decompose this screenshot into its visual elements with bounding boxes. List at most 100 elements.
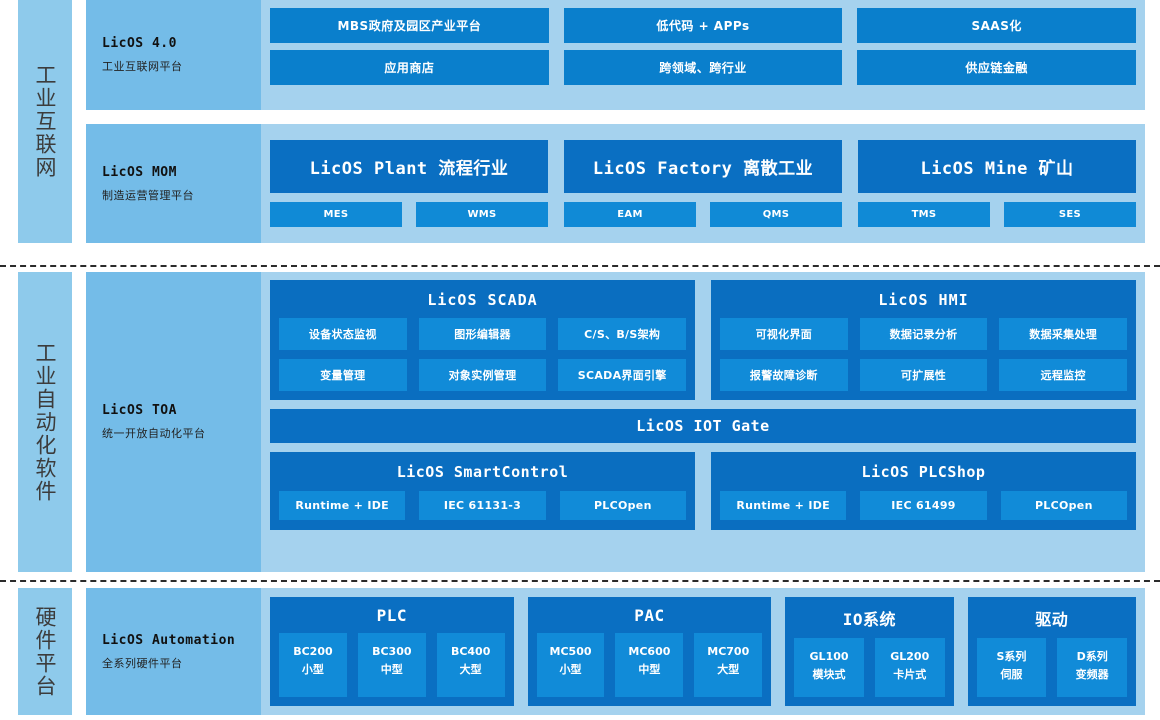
hw-title-io-system: IO系统 <box>842 610 897 629</box>
row-subtitle: 全系列硬件平台 <box>102 656 183 670</box>
bar-licos-iot-gate[interactable]: LicOS IOT Gate <box>270 409 1136 443</box>
chip-scada-ui-engine[interactable]: SCADA界面引擎 <box>558 359 687 391</box>
mom-subs-factory: EAM QMS <box>564 202 842 227</box>
hw-kind: 中型 <box>638 663 661 677</box>
hw-chip-s-series-servo[interactable]: S系列 伺服 <box>976 638 1047 697</box>
hw-model: MC700 <box>707 645 750 658</box>
hw-title-plc: PLC <box>376 606 407 625</box>
row-subtitle: 制造运营管理平台 <box>102 188 194 202</box>
hw-chip-gl200[interactable]: GL200 卡片式 <box>874 638 945 697</box>
hw-chip-bc200[interactable]: BC200 小型 <box>279 633 347 697</box>
mom-subs-mine: TMS SES <box>858 202 1136 227</box>
row-head-licos-automation: LicOS Automation 全系列硬件平台 <box>86 588 261 715</box>
chip-graphic-editor[interactable]: 图形编辑器 <box>418 318 547 350</box>
smartcontrol-chips: Runtime + IDE IEC 61131-3 PLCOpen <box>279 491 686 520</box>
hw-chip-mc600[interactable]: MC600 中型 <box>615 633 684 697</box>
hw-chip-gl100[interactable]: GL100 模块式 <box>794 638 864 697</box>
row-content-licos-mom: LicOS Plant 流程行业 MES WMS LicOS Factory 离… <box>261 124 1145 243</box>
hw-group-plc: PLC BC200 小型 BC300 中型 <box>270 597 514 706</box>
chip-runtime-ide[interactable]: Runtime + IDE <box>720 491 847 520</box>
mom-subs-plant: MES WMS <box>270 202 548 227</box>
panel-title-scada: LicOS SCADA <box>427 291 538 309</box>
card-supply-chain-finance[interactable]: 供应链金融 <box>857 50 1137 85</box>
chip-scalability[interactable]: 可扩展性 <box>859 359 988 391</box>
chip-device-status-monitor[interactable]: 设备状态监视 <box>279 318 407 350</box>
row-licos-toa: LicOS TOA 统一开放自动化平台 LicOS SCADA 设备状态监视 图… <box>86 272 1145 572</box>
row-content-licos-toa: LicOS SCADA 设备状态监视 图形编辑器 C/S、B/S架构 变量管理 … <box>261 272 1145 572</box>
chip-object-instance-management[interactable]: 对象实例管理 <box>418 359 547 391</box>
mom-group-mine: LicOS Mine 矿山 TMS SES <box>858 140 1136 227</box>
hw-kind: 伺服 <box>1000 668 1023 682</box>
chip-qms[interactable]: QMS <box>710 202 842 227</box>
panel-licos-plcshop: LicOS PLCShop Runtime + IDE IEC 61499 PL… <box>711 452 1136 530</box>
panel-title-plcshop: LicOS PLCShop <box>861 463 986 481</box>
chip-variable-management[interactable]: 变量管理 <box>279 359 407 391</box>
divider-top <box>0 265 1160 267</box>
chip-iec-61131-3[interactable]: IEC 61131-3 <box>419 491 546 520</box>
chip-wms[interactable]: WMS <box>416 202 548 227</box>
toa-control-pair: LicOS SmartControl Runtime + IDE IEC 611… <box>270 452 1136 530</box>
row-content-licos-40: MBS政府及园区产业平台 低代码 + APPs SAAS化 应用商店 跨领域、跨… <box>261 0 1145 110</box>
chip-iec-61499[interactable]: IEC 61499 <box>860 491 987 520</box>
card-licos-factory[interactable]: LicOS Factory 离散工业 <box>564 140 842 193</box>
hw-kind: 模块式 <box>812 668 846 682</box>
chip-tms[interactable]: TMS <box>858 202 990 227</box>
hw-model: BC300 <box>372 645 412 658</box>
card-lowcode-apps[interactable]: 低代码 + APPs <box>563 8 843 43</box>
chip-ses[interactable]: SES <box>1004 202 1136 227</box>
card-cross-domain[interactable]: 跨领域、跨行业 <box>563 50 843 85</box>
chip-mes[interactable]: MES <box>270 202 402 227</box>
chip-eam[interactable]: EAM <box>564 202 696 227</box>
card-saas[interactable]: SAAS化 <box>857 8 1137 43</box>
row-title: LicOS 4.0 <box>102 36 177 51</box>
chip-remote-monitoring[interactable]: 远程监控 <box>999 359 1128 391</box>
scada-line-2: 变量管理 对象实例管理 SCADA界面引擎 <box>279 359 687 391</box>
chip-data-acquisition[interactable]: 数据采集处理 <box>999 318 1128 350</box>
card-app-store[interactable]: 应用商店 <box>270 50 549 85</box>
hmi-line-1: 可视化界面 数据记录分析 数据采集处理 <box>720 318 1128 350</box>
toa-panel-pair: LicOS SCADA 设备状态监视 图形编辑器 C/S、B/S架构 变量管理 … <box>270 280 1136 400</box>
panel-title-smartcontrol: LicOS SmartControl <box>396 463 569 481</box>
hw-title-drive: 驱动 <box>1035 610 1069 629</box>
chip-runtime-ide[interactable]: Runtime + IDE <box>279 491 406 520</box>
row-licos-automation: LicOS Automation 全系列硬件平台 PLC BC200 小型 <box>86 588 1145 715</box>
chip-cs-bs-architecture[interactable]: C/S、B/S架构 <box>558 318 687 350</box>
hw-chip-mc500[interactable]: MC500 小型 <box>536 633 605 697</box>
hw-chip-bc400[interactable]: BC400 大型 <box>436 633 505 697</box>
chip-visual-interface[interactable]: 可视化界面 <box>720 318 848 350</box>
hw-model: GL200 <box>890 650 930 663</box>
mom-group-factory: LicOS Factory 离散工业 EAM QMS <box>564 140 842 227</box>
band-hardware-platform: 硬件平台 LicOS Automation 全系列硬件平台 PLC BC200 <box>0 588 1160 715</box>
band-automation-software: 工业自动化软件 LicOS TOA 统一开放自动化平台 LicOS SCADA <box>0 272 1160 572</box>
card-mbs-gov-park[interactable]: MBS政府及园区产业平台 <box>270 8 549 43</box>
card-licos-mine[interactable]: LicOS Mine 矿山 <box>858 140 1136 193</box>
mom-groups: LicOS Plant 流程行业 MES WMS LicOS Factory 离… <box>270 140 1136 227</box>
hw-model: MC600 <box>628 645 671 658</box>
chip-data-log-analysis[interactable]: 数据记录分析 <box>859 318 988 350</box>
chip-alarm-fault-diagnosis[interactable]: 报警故障诊断 <box>720 359 848 391</box>
hw-items-plc: BC200 小型 BC300 中型 BC400 大型 <box>279 633 505 697</box>
hw-chip-mc700[interactable]: MC700 大型 <box>694 633 763 697</box>
row-licos-40: LicOS 4.0 工业互联网平台 MBS政府及园区产业平台 低代码 + APP… <box>86 0 1145 110</box>
hw-group-drive: 驱动 S系列 伺服 D系列 变频器 <box>967 597 1136 706</box>
licos40-top-row: MBS政府及园区产业平台 低代码 + APPs SAAS化 <box>270 8 1137 43</box>
hw-kind: 小型 <box>301 663 324 677</box>
chip-plcopen[interactable]: PLCOpen <box>1000 491 1127 520</box>
chip-plcopen[interactable]: PLCOpen <box>559 491 686 520</box>
plcshop-chips: Runtime + IDE IEC 61499 PLCOpen <box>720 491 1127 520</box>
hw-chip-d-series-inverter[interactable]: D系列 变频器 <box>1057 638 1127 697</box>
row-title: LicOS Automation <box>102 632 236 648</box>
hw-group-io-system: IO系统 GL100 模块式 GL200 卡片式 <box>785 597 954 706</box>
hw-group-pac: PAC MC500 小型 MC600 中型 <box>527 597 772 706</box>
hw-kind: 大型 <box>717 663 740 677</box>
hw-chip-bc300[interactable]: BC300 中型 <box>357 633 426 697</box>
card-licos-plant[interactable]: LicOS Plant 流程行业 <box>270 140 548 193</box>
hw-kind: 卡片式 <box>893 668 927 682</box>
band-label-industrial-internet: 工业互联网 <box>18 0 72 243</box>
row-subtitle: 工业互联网平台 <box>102 60 183 73</box>
mom-group-plant: LicOS Plant 流程行业 MES WMS <box>270 140 548 227</box>
row-subtitle: 统一开放自动化平台 <box>102 427 206 440</box>
row-title: LicOS TOA <box>102 403 177 418</box>
hw-items-drive: S系列 伺服 D系列 变频器 <box>976 638 1127 697</box>
